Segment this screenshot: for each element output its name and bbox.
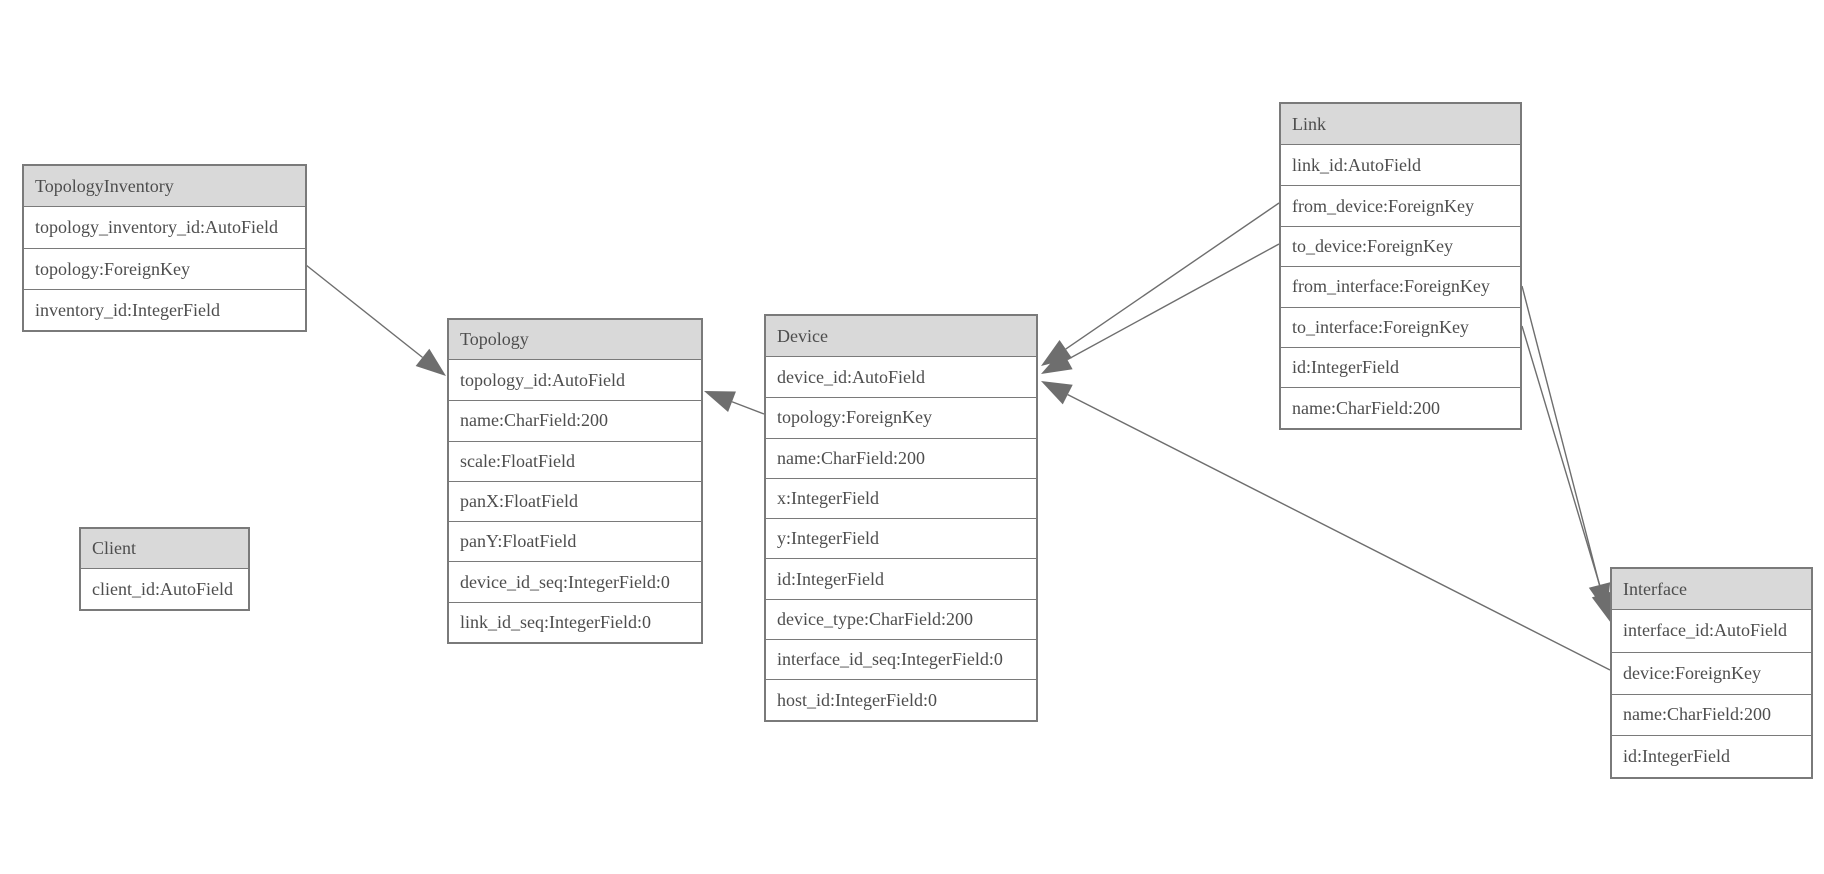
relationship-edge: [731, 401, 765, 415]
field-row-interface: id:IntegerField: [1612, 735, 1811, 778]
relationship-arrowhead: [1041, 339, 1072, 366]
field-row-device: device_id:AutoField: [766, 357, 1036, 398]
relationship-edge: [1066, 243, 1280, 361]
relationship-edge: [1065, 202, 1280, 350]
field-row-device: y:IntegerField: [766, 518, 1036, 559]
field-row-device: x:IntegerField: [766, 477, 1036, 519]
field-row-topology: topology_id:AutoField: [449, 360, 701, 401]
field-row-link: link_id:AutoField: [1281, 145, 1520, 186]
field-row-topology: panX:FloatField: [449, 480, 701, 522]
relationship-edge: [1067, 393, 1611, 671]
field-row-device: name:CharField:200: [766, 437, 1036, 478]
field-row-topology-inventory: topology_inventory_id:AutoField: [24, 207, 305, 248]
field-row-interface: device:ForeignKey: [1612, 651, 1811, 694]
field-row-link: from_interface:ForeignKey: [1281, 266, 1520, 307]
entity-title: TopologyInventory: [24, 166, 305, 207]
relationship-arrowhead: [1588, 582, 1611, 614]
field-row-device: interface_id_seq:IntegerField:0: [766, 639, 1036, 680]
field-row-interface: name:CharField:200: [1612, 693, 1811, 736]
field-row-device: device_type:CharField:200: [766, 598, 1036, 640]
entity-title: Device: [766, 316, 1036, 357]
field-row-link: to_device:ForeignKey: [1281, 225, 1520, 267]
relationship-arrowhead: [1041, 381, 1073, 405]
field-row-device: host_id:IntegerField:0: [766, 679, 1036, 720]
relationship-arrowhead: [1041, 349, 1073, 374]
relationship-edge: [1521, 325, 1604, 595]
entity-client: Client client_id:AutoField: [79, 527, 250, 611]
relationship-arrowhead: [415, 348, 446, 376]
field-row-topology: scale:FloatField: [449, 440, 701, 481]
field-row-client: client_id:AutoField: [81, 569, 248, 609]
field-row-topology: device_id_seq:IntegerField:0: [449, 561, 701, 602]
entity-title: Client: [81, 529, 248, 569]
field-row-link: id:IntegerField: [1281, 346, 1520, 388]
entity-title: Link: [1281, 104, 1520, 145]
field-row-topology: name:CharField:200: [449, 400, 701, 441]
relationship-edge: [1521, 285, 1601, 586]
field-row-topology: link_id_seq:IntegerField:0: [449, 601, 701, 643]
field-row-link: from_device:ForeignKey: [1281, 185, 1520, 226]
entity-topology-inventory: TopologyInventory topology_inventory_id:…: [22, 164, 307, 332]
field-row-topology-inventory: topology:ForeignKey: [24, 248, 305, 289]
entity-title: Interface: [1612, 569, 1811, 610]
relationship-arrowhead: [704, 391, 736, 413]
field-row-topology-inventory: inventory_id:IntegerField: [24, 289, 305, 330]
field-row-interface: interface_id:AutoField: [1612, 610, 1811, 652]
entity-title: Topology: [449, 320, 701, 360]
field-row-link: name:CharField:200: [1281, 387, 1520, 428]
field-row-device: id:IntegerField: [766, 558, 1036, 599]
field-row-topology: panY:FloatField: [449, 521, 701, 562]
field-row-link: to_interface:ForeignKey: [1281, 306, 1520, 347]
field-row-device: topology:ForeignKey: [766, 397, 1036, 438]
relationship-edge: [305, 264, 423, 358]
